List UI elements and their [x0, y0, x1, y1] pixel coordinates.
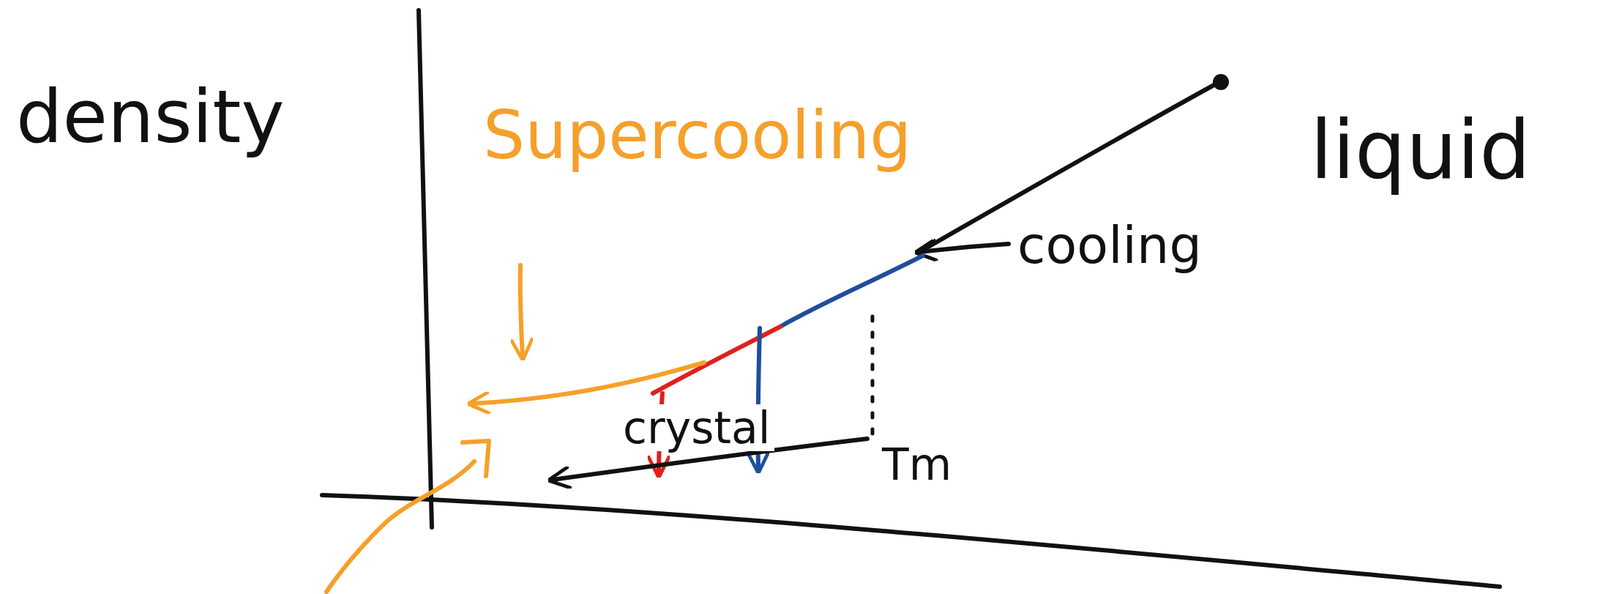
- supercooling-pointer: [520, 264, 523, 356]
- annotation-label: Supercooling: [483, 102, 912, 169]
- cooling-arrow: [919, 243, 1009, 252]
- start-dot: [1212, 73, 1229, 91]
- blue-segment: [780, 255, 923, 327]
- phase-label: liquid: [1310, 109, 1531, 191]
- x-axis: [322, 494, 1500, 587]
- tm-dashed-line: [870, 316, 875, 437]
- temperature-label: Tm: [881, 442, 952, 487]
- process-label: cooling: [1017, 219, 1202, 271]
- y-axis: [418, 10, 432, 527]
- supercooling-curve: [472, 362, 705, 404]
- axis-label: density: [16, 80, 285, 154]
- phase-label: crystal: [618, 404, 775, 451]
- orange-tail: [326, 461, 475, 592]
